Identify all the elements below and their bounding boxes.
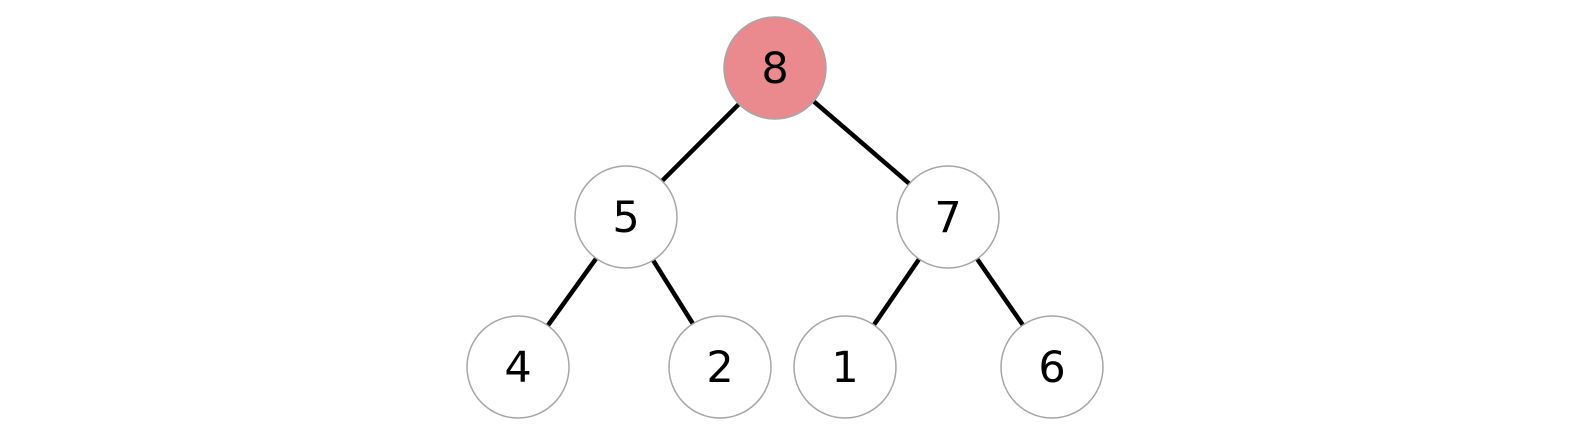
tree-node-label: 8 <box>761 44 788 94</box>
tree-nodes-layer: 8 5 7 4 2 1 6 <box>466 16 1104 419</box>
tree-node-circle <box>1000 315 1104 419</box>
tree-node-6: 6 <box>1000 315 1104 419</box>
tree-node-circle <box>574 165 678 269</box>
tree-node-7: 7 <box>896 165 1000 269</box>
tree-node-label: 6 <box>1038 343 1065 393</box>
tree-node-label: 1 <box>831 343 858 393</box>
tree-node-circle <box>793 315 897 419</box>
tree-node-circle <box>668 315 772 419</box>
tree-node-8: 8 <box>723 16 827 120</box>
tree-node-label: 4 <box>504 343 531 393</box>
tree-node-circle-highlighted <box>723 16 827 120</box>
tree-node-circle <box>896 165 1000 269</box>
tree-node-1: 1 <box>793 315 897 419</box>
tree-node-label: 5 <box>612 193 639 243</box>
tree-node-5: 5 <box>574 165 678 269</box>
tree-node-circle <box>466 315 570 419</box>
tree-node-4: 4 <box>466 315 570 419</box>
tree-node-label: 2 <box>706 343 733 393</box>
tree-node-2: 2 <box>668 315 772 419</box>
tree-node-label: 7 <box>934 193 961 243</box>
